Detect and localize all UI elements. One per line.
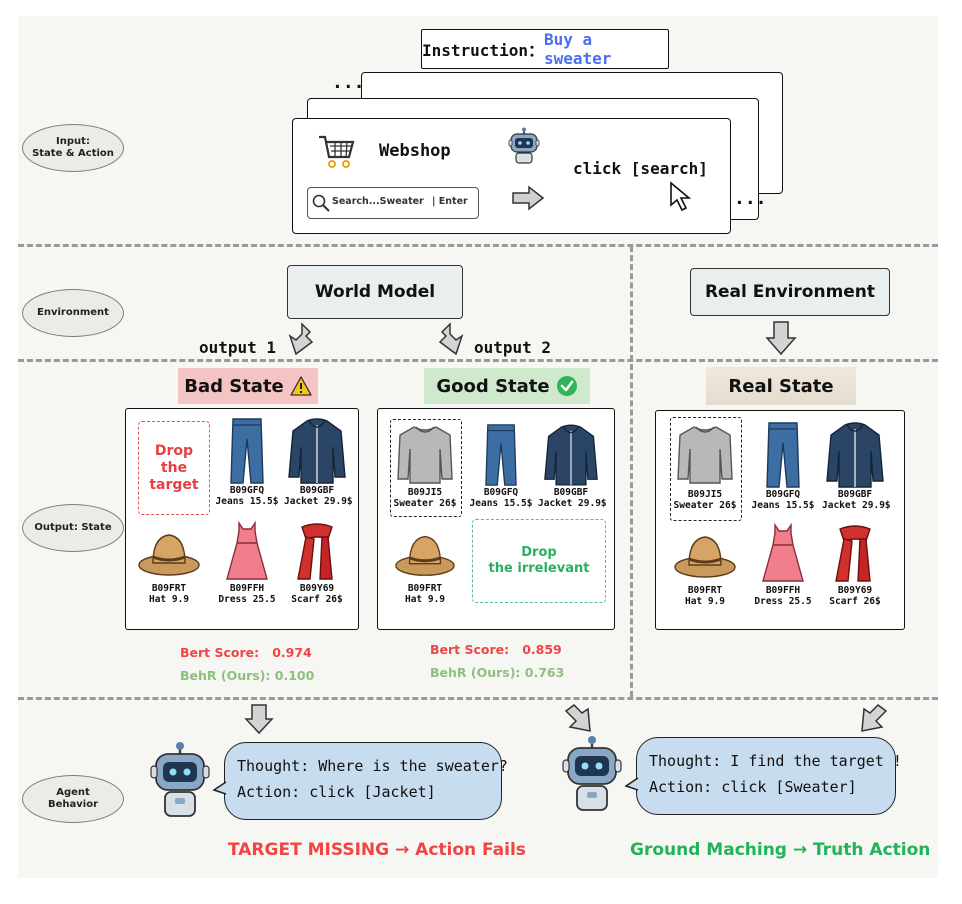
cursor-icon	[670, 181, 692, 212]
jacket-icon	[288, 418, 346, 484]
sweater-highlight	[670, 417, 742, 521]
bad-state-box: Drop the target B09GFQ Jeans 15.5$ B09GB…	[125, 408, 359, 630]
item-sweater: B09JI5 Sweater 26$	[392, 423, 458, 509]
down-arrow-icon	[244, 704, 274, 735]
world-model-box: World Model	[287, 265, 463, 319]
robot-icon-small	[508, 127, 540, 164]
drop-target-note: Drop the target	[138, 421, 210, 515]
scarf-icon	[835, 525, 871, 582]
jeans-icon	[230, 418, 264, 484]
bad-state-label: Bad State	[178, 368, 318, 404]
instruction-text: Buy a sweater	[543, 30, 612, 68]
item-hat: B09FRT Hat 9.9	[392, 523, 458, 605]
jeans-icon	[485, 424, 517, 486]
action-left: Action: click [Jacket]	[237, 783, 436, 801]
separator-environment	[18, 359, 938, 362]
check-icon	[556, 376, 577, 396]
label-output: Output: State	[22, 504, 124, 552]
item-jacket: B09GBF Jacket 29.9$	[822, 421, 891, 511]
ellipsis-top: ...	[332, 72, 365, 93]
dress-icon	[762, 523, 804, 582]
thought-left: Thought: Where is the sweater?	[237, 757, 508, 775]
warning-icon	[290, 376, 312, 396]
item-hat: B09FRT Hat 9.9	[672, 523, 738, 607]
down-arrow-icon	[861, 704, 888, 732]
bad-state-text: Bad State	[184, 375, 284, 397]
outcome-fail: TARGET MISSING → Action Fails	[228, 840, 526, 860]
action-text: click [search]	[573, 159, 708, 178]
robot-icon-right	[562, 736, 622, 811]
output2-label: output 2	[474, 338, 552, 357]
thought-right: Thought: I find the target !	[649, 752, 902, 770]
label-input: Input: State & Action	[22, 124, 124, 172]
item-jeans: B09GFQ Jeans 15.5$	[468, 423, 534, 509]
item-hat: B09FRT Hat 9.9	[136, 521, 202, 605]
bad-behr-score: BehR (Ours): 0.100	[180, 668, 315, 683]
sweater-icon	[677, 426, 733, 484]
right-arrow-icon	[512, 185, 545, 211]
outcome-success: Ground Maching → Truth Action	[630, 840, 931, 860]
jacket-icon	[826, 422, 884, 488]
search-bar[interactable]: Search...Sweater | Enter	[307, 187, 479, 219]
instruction-box: Instruction： Buy a sweater	[421, 29, 669, 69]
hat-icon	[138, 534, 200, 576]
robot-icon-left	[150, 742, 210, 817]
label-agent: Agent Behavior	[22, 775, 124, 823]
jacket-icon	[544, 424, 598, 486]
output1-label: output 1	[199, 338, 277, 357]
good-state-label: Good State	[424, 368, 590, 404]
real-state-label: Real State	[706, 367, 856, 405]
hat-icon	[395, 535, 455, 576]
separator-input	[18, 244, 938, 247]
instruction-prefix: Instruction：	[422, 41, 544, 60]
thought-bubble-left: Thought: Where is the sweater? Action: c…	[224, 742, 508, 820]
bubble-tail-right	[624, 777, 639, 791]
down-arrow-icon	[288, 322, 314, 356]
bad-bert-score: Bert Score: 0.974	[180, 645, 312, 660]
item-sweater: B09JI5 Sweater 26$	[672, 421, 738, 511]
label-environment: Environment	[22, 289, 124, 337]
separator-output	[18, 697, 938, 700]
item-jeans: B09GFQ Jeans 15.5$	[214, 417, 280, 507]
good-behr-score: BehR (Ours): 0.763	[430, 665, 565, 680]
ellipsis-bottom: ...	[734, 188, 767, 209]
sweater-highlight	[390, 419, 462, 517]
hat-icon	[674, 536, 736, 578]
real-state-box: B09JI5 Sweater 26$ B09GFQ Jeans 15.5$ B0…	[655, 410, 905, 630]
bubble-tail-left	[212, 781, 227, 795]
down-arrow-icon	[765, 321, 797, 356]
scarf-icon	[297, 523, 333, 580]
item-dress: B09FFH Dress 25.5	[214, 521, 280, 605]
thought-bubble-right: Thought: I find the target ! Action: cli…	[636, 737, 902, 815]
down-arrow-icon	[438, 322, 464, 356]
separator-vertical	[630, 246, 633, 697]
jeans-icon	[766, 422, 800, 488]
item-dress: B09FFH Dress 25.5	[750, 523, 816, 607]
drop-irrelevant-note: Drop the irrelevant	[472, 519, 606, 603]
item-scarf: B09Y69 Scarf 26$	[284, 521, 350, 605]
sweater-icon	[397, 426, 453, 484]
item-jacket: B09GBF Jacket 29.9$	[284, 417, 353, 507]
item-jeans: B09GFQ Jeans 15.5$	[750, 421, 816, 511]
item-scarf: B09Y69 Scarf 26$	[822, 523, 888, 607]
search-icon	[312, 194, 330, 212]
action-right: Action: click [Sweater]	[649, 778, 857, 796]
good-state-box: B09JI5 Sweater 26$ B09GFQ Jeans 15.5$ B0…	[377, 408, 615, 630]
good-state-text: Good State	[436, 375, 550, 397]
real-environment-box: Real Environment	[690, 268, 890, 316]
dress-icon	[226, 521, 268, 580]
search-input-text: Search...Sweater	[332, 196, 424, 207]
webshop-title: Webshop	[379, 141, 451, 161]
enter-button[interactable]: | Enter	[432, 196, 468, 207]
webshop-card: Webshop Search...Sweater | Enter click […	[292, 118, 731, 234]
good-bert-score: Bert Score: 0.859	[430, 642, 562, 657]
item-jacket: B09GBF Jacket 29.9$	[538, 423, 607, 509]
down-arrow-icon	[564, 704, 591, 732]
cart-icon	[319, 135, 355, 168]
